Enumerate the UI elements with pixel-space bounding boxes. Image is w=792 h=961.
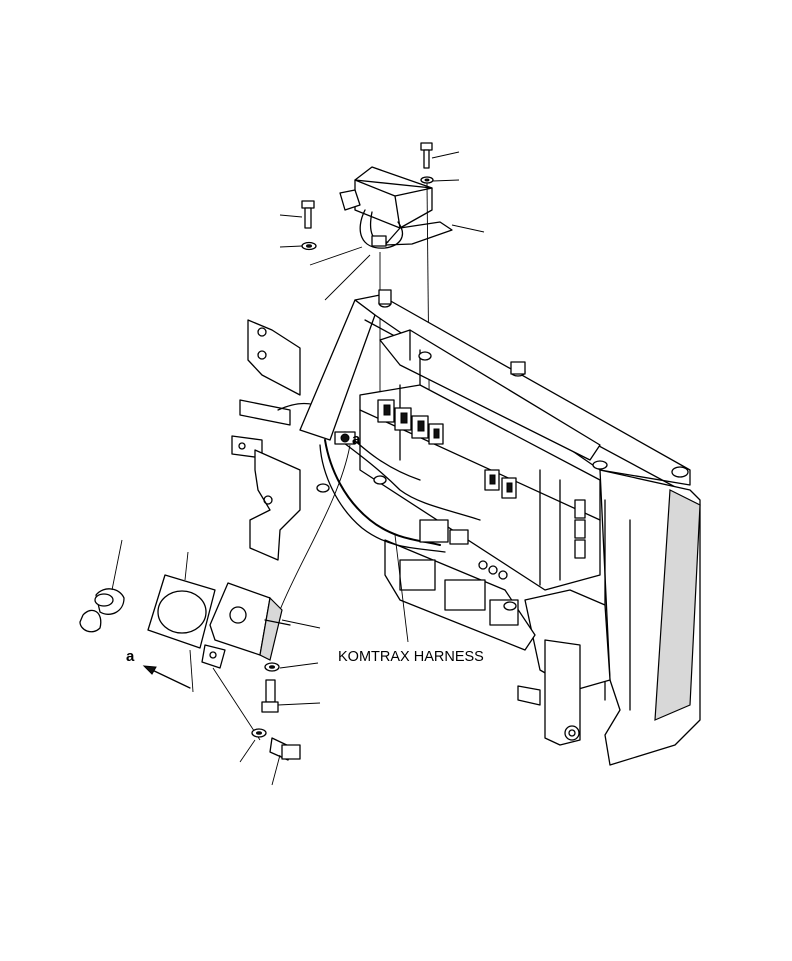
left-side-bracket [231,319,336,561]
lamp-lens [147,551,216,649]
controller-module [339,166,485,249]
view-arrow-a [142,649,194,693]
relay-box [359,384,601,651]
main-mounting-frame [299,289,701,766]
top-left-bolt [279,200,315,229]
komtrax-harness-wires [279,431,481,611]
top-right-bolt [420,142,460,169]
view-a-label-top: a [352,431,361,448]
harness-label: KOMTRAX HARNESS [338,649,484,665]
lamp-housing [201,582,321,741]
lamp-bolt [261,679,321,713]
view-a-label-side: a [126,648,135,665]
leader-line [309,246,363,266]
leader-line [324,254,371,301]
harness-leader-line [394,534,409,643]
lower-bolt [269,737,301,786]
top-left-washer [279,241,317,251]
lower-washer [239,728,267,763]
top-right-washer [420,176,460,184]
lamp-bulb [79,539,125,633]
lamp-washer [264,662,319,672]
